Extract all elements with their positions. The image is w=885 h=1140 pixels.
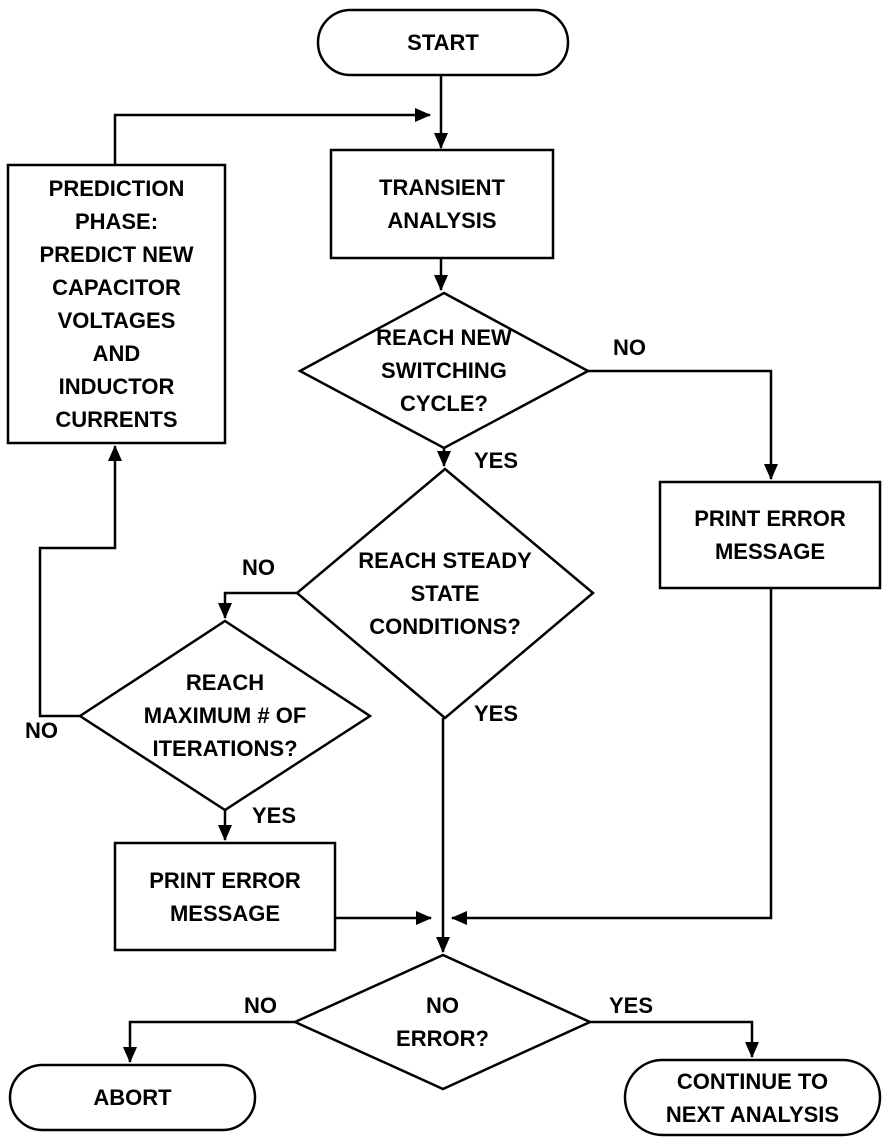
- switching-decision-shape: [297, 291, 591, 450]
- edge-steady-no-to-iterations: [218, 591, 297, 619]
- iterations-decision-shape: [77, 619, 373, 812]
- prediction-node-shape: [6, 163, 227, 445]
- edge-print-error-right-to-junction: [451, 588, 773, 925]
- steady-decision-shape: [295, 467, 595, 720]
- continue-node-shape: [623, 1058, 882, 1137]
- print-error-right-node-shape: [658, 480, 882, 590]
- print-error-left-node-shape: [113, 841, 337, 952]
- edge-iterations-no-to-prediction: [38, 445, 122, 718]
- edge-switching-no-to-print-error-right: [588, 369, 778, 480]
- edge-no-error-no-to-abort: [123, 1020, 295, 1063]
- no-error-decision-shape: [291, 953, 594, 1091]
- transient-node-shape: [329, 148, 555, 260]
- abort-node-shape: [8, 1063, 257, 1132]
- edge-no-error-yes-to-continue: [590, 1020, 759, 1058]
- edge-prediction-to-transient: [113, 108, 431, 165]
- start-node-shape: [316, 8, 570, 77]
